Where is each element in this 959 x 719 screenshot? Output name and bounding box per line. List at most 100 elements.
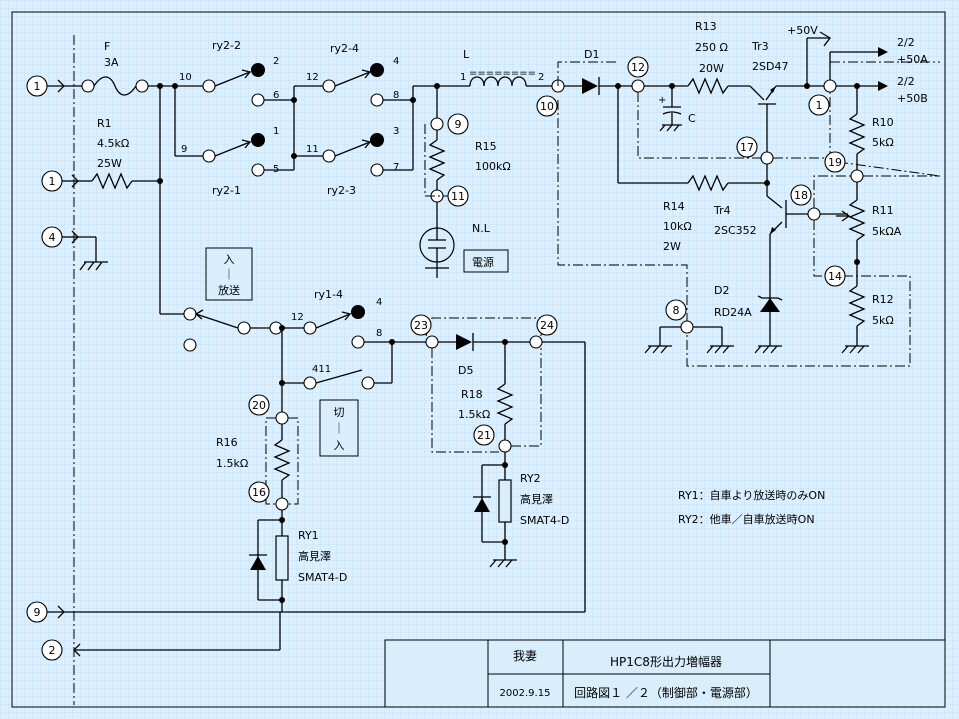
svg-text:2SD47: 2SD47 xyxy=(752,60,788,73)
svg-text:1: 1 xyxy=(273,126,279,137)
ground-4 xyxy=(78,236,108,271)
svg-text:+50B: +50B xyxy=(897,92,928,105)
node-19: 19 xyxy=(824,151,846,173)
svg-text:L: L xyxy=(463,48,470,61)
relay-ry2-4: ry2-4 4 8 xyxy=(322,42,399,107)
svg-text:3A: 3A xyxy=(104,56,119,69)
relay-ry2-3: ry2-3 3 7 xyxy=(322,126,399,197)
svg-text:6: 6 xyxy=(273,90,279,101)
svg-text:ry2-2: ry2-2 xyxy=(212,39,241,52)
resistor-r15: R15 100kΩ xyxy=(428,130,511,190)
svg-text:1.5kΩ: 1.5kΩ xyxy=(458,408,490,421)
svg-text:R12: R12 xyxy=(872,293,894,306)
drawing-title: HP1C8形出力増幅器 xyxy=(610,654,722,669)
svg-text:20W: 20W xyxy=(699,62,724,75)
svg-text:Tr3: Tr3 xyxy=(751,40,769,53)
svg-text:+50V: +50V xyxy=(787,24,818,37)
svg-text:D1: D1 xyxy=(584,48,599,61)
resistor-r10: R10 5kΩ xyxy=(848,113,894,170)
svg-text:2/2: 2/2 xyxy=(897,75,915,88)
svg-text:8: 8 xyxy=(393,90,399,101)
svg-text:20: 20 xyxy=(252,399,266,412)
svg-text:入: 入 xyxy=(334,439,345,452)
svg-text:1.5kΩ: 1.5kΩ xyxy=(216,457,248,470)
capacitor-c: + C xyxy=(658,86,696,132)
svg-text:10: 10 xyxy=(179,72,192,83)
switch-411: 411 xyxy=(303,364,392,390)
svg-text:F: F xyxy=(104,40,110,53)
node-9: 9 xyxy=(447,113,469,135)
resistor-r14: R14 10kΩ 2W xyxy=(663,174,767,253)
resistor-r18: R18 1.5kΩ xyxy=(458,383,514,440)
svg-text:3: 3 xyxy=(393,126,399,137)
node-23: 23 xyxy=(410,314,432,336)
relay-coil-ry2: RY2 高見澤 SMAT4-D xyxy=(498,465,569,542)
resistor-r11: R11 5kΩA xyxy=(836,199,902,262)
relay-ry2-2: ry2-2 2 6 xyxy=(202,39,279,107)
switch-transmit-box: 入 ｜ 放送 xyxy=(205,247,253,301)
svg-text:2: 2 xyxy=(273,56,279,67)
svg-text:D2: D2 xyxy=(714,284,729,297)
svg-text:ry2-4: ry2-4 xyxy=(330,42,359,55)
svg-text:放送: 放送 xyxy=(218,283,240,297)
svg-text:ry2-3: ry2-3 xyxy=(327,184,356,197)
fuse-f: F 3A xyxy=(64,40,175,96)
switch-cut-box: 切 ｜ 入 xyxy=(319,399,359,457)
node-21: 21 xyxy=(473,424,495,446)
svg-text:｜: ｜ xyxy=(224,268,235,281)
svg-text:R11: R11 xyxy=(872,204,894,217)
svg-text:R18: R18 xyxy=(461,388,483,401)
svg-text:2: 2 xyxy=(49,644,56,657)
svg-text:9: 9 xyxy=(181,144,187,155)
svg-text:8: 8 xyxy=(376,328,382,339)
node-11: 11 xyxy=(447,185,469,207)
svg-text:+: + xyxy=(658,95,666,106)
node-12: 12 xyxy=(627,56,649,78)
resistor-r1: R1 4.5kΩ 25W xyxy=(78,117,160,190)
svg-text:D5: D5 xyxy=(458,364,473,377)
svg-text:高見澤: 高見澤 xyxy=(298,549,331,563)
svg-text:100kΩ: 100kΩ xyxy=(475,160,511,173)
drawing-subtitle: 回路図１ ／２（制御部・電源部） xyxy=(574,685,758,700)
svg-text:23: 23 xyxy=(414,319,428,332)
inductor-l: 1 L ======== 2 xyxy=(460,48,552,87)
connector-4: 4 xyxy=(41,226,79,248)
svg-text:250 Ω: 250 Ω xyxy=(695,41,728,54)
svg-text:R1: R1 xyxy=(97,117,112,130)
zener-d2: D2 RD24A xyxy=(714,284,783,346)
diode-ry2-flyback xyxy=(473,496,491,512)
svg-text:12: 12 xyxy=(306,72,319,83)
node-20: 20 xyxy=(248,394,270,416)
svg-text:入: 入 xyxy=(224,253,235,266)
node-14: 14 xyxy=(824,265,846,287)
svg-text:｜: ｜ xyxy=(334,422,345,435)
svg-text:5kΩ: 5kΩ xyxy=(872,136,894,149)
svg-text:高見澤: 高見澤 xyxy=(520,492,553,506)
transistor-tr3: Tr3 2SD47 xyxy=(749,40,795,152)
resistor-r13: R13 250 Ω 20W xyxy=(687,20,750,95)
note-ry2: RY2：他車／自車放送時ON xyxy=(678,512,815,526)
svg-text:4.5kΩ: 4.5kΩ xyxy=(97,137,129,150)
svg-text:9: 9 xyxy=(455,118,462,131)
svg-text:+50A: +50A xyxy=(897,53,928,66)
svg-text:2SC352: 2SC352 xyxy=(714,224,757,237)
svg-text:19: 19 xyxy=(828,156,842,169)
svg-text:12: 12 xyxy=(291,312,304,323)
svg-text:1: 1 xyxy=(816,99,823,112)
svg-text:RY2: RY2 xyxy=(520,472,541,485)
output-50b: 2/2 +50B xyxy=(897,75,928,105)
svg-text:2/2: 2/2 xyxy=(897,36,915,49)
transistor-tr4: Tr4 2SC352 xyxy=(713,195,808,300)
relay-ry1-4: ry1-4 4 8 xyxy=(303,288,382,349)
svg-text:SMAT4-D: SMAT4-D xyxy=(520,514,569,527)
neon-lamp-nl: N.L 電源 xyxy=(419,222,509,273)
connector-2: 2 xyxy=(41,639,280,661)
svg-text:10kΩ: 10kΩ xyxy=(663,220,692,233)
svg-text:N.L: N.L xyxy=(472,222,491,235)
svg-text:12: 12 xyxy=(631,61,645,74)
svg-text:4: 4 xyxy=(393,56,399,67)
svg-text:RY1: RY1 xyxy=(298,529,319,542)
svg-text:17: 17 xyxy=(740,141,754,154)
svg-text:18: 18 xyxy=(794,189,808,202)
